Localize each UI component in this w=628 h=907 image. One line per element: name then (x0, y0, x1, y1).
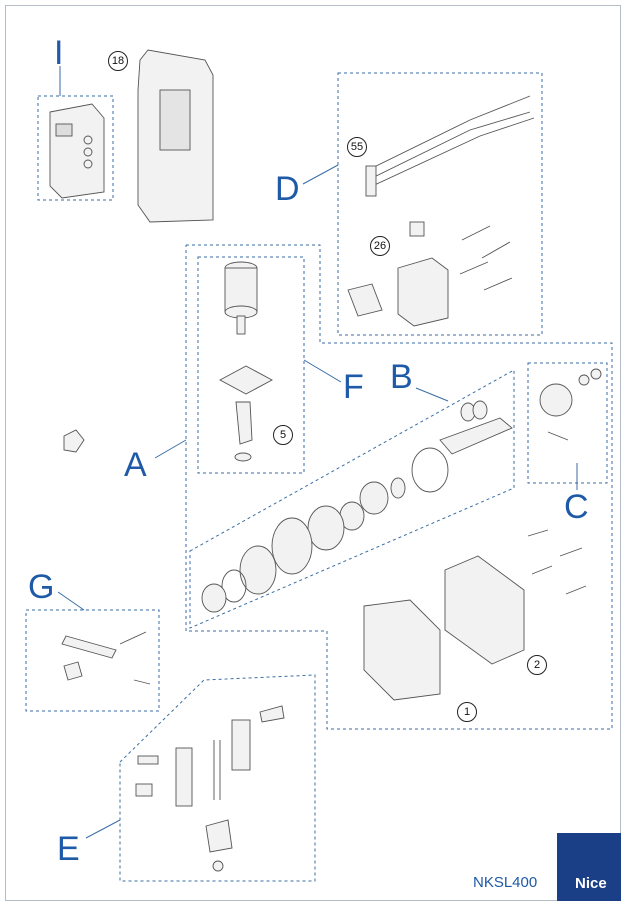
group-a-outline (185, 244, 613, 730)
group-letter-g: G (28, 568, 55, 606)
group-e-box (119, 674, 316, 882)
group-letter-i: I (54, 34, 64, 72)
brand-logo: Nice (557, 833, 621, 901)
group-g-box (25, 609, 160, 712)
group-d-box (337, 72, 543, 336)
callout-26: 26 (370, 236, 390, 256)
group-i-box (37, 95, 114, 201)
group-letter-e: E (57, 830, 80, 868)
model-number: NKSL400 (473, 874, 538, 891)
callout-2: 2 (527, 655, 547, 675)
callout-55: 55 (347, 137, 367, 157)
group-b-box (189, 369, 515, 629)
group-f-box (197, 256, 305, 474)
callout-1: 1 (457, 702, 477, 722)
brand-logo-text: Nice (575, 875, 607, 892)
page-frame (5, 5, 621, 901)
group-c-box (527, 362, 608, 484)
group-letter-c: C (564, 488, 589, 526)
group-letter-b: B (390, 358, 413, 396)
callout-5: 5 (273, 425, 293, 445)
group-letter-f: F (343, 368, 364, 406)
callout-18: 18 (108, 51, 128, 71)
group-letter-a: A (124, 446, 147, 484)
group-letter-d: D (275, 170, 300, 208)
